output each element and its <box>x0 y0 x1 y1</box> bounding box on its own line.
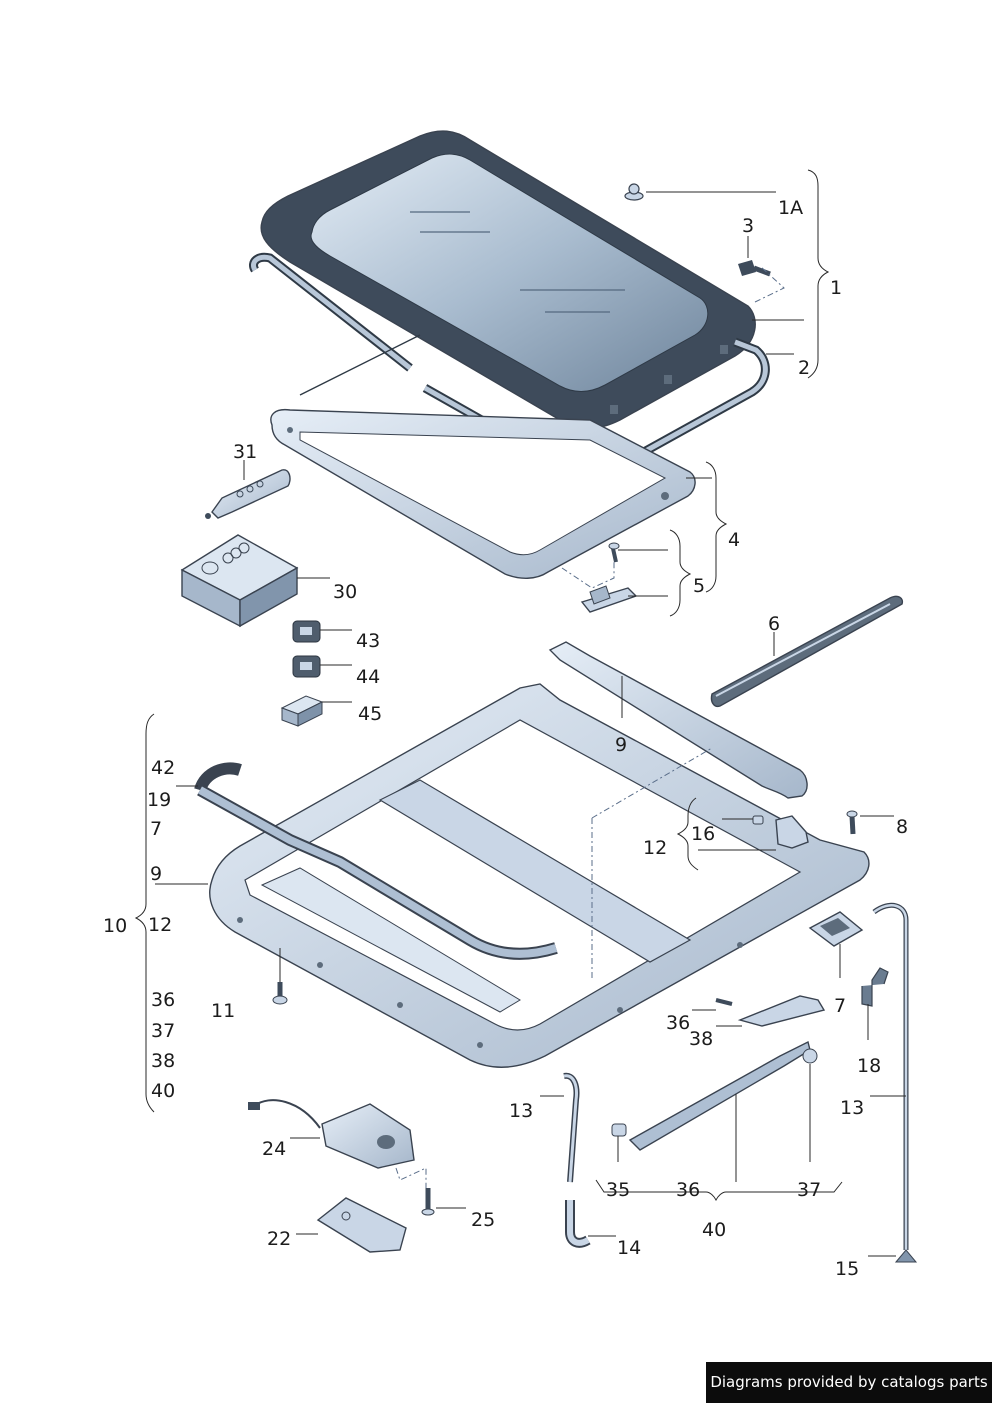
label-35: 35 <box>606 1179 630 1201</box>
screw-25-icon <box>421 1188 435 1216</box>
sunroof-main-frame <box>209 683 870 1068</box>
label-19: 19 <box>147 789 171 811</box>
label-40-bottom: 40 <box>702 1219 726 1241</box>
label-43: 43 <box>356 630 380 652</box>
label-15: 15 <box>835 1258 859 1280</box>
foam-block-icon <box>180 534 299 628</box>
screw-8-icon <box>846 810 858 835</box>
label-36-left: 36 <box>151 989 175 1011</box>
credit-banner: Diagrams provided by catalogs parts <box>706 1362 992 1403</box>
bracket-5-icon <box>580 542 638 613</box>
drain-hose-right <box>872 902 918 1263</box>
bracket-7-icon <box>808 911 864 947</box>
clip-35-icon <box>611 1123 627 1137</box>
drain-hose-left <box>563 1072 580 1183</box>
label-37-left: 37 <box>151 1020 175 1042</box>
label-45: 45 <box>358 703 382 725</box>
screw-3-icon <box>738 260 771 277</box>
glass-panel <box>260 130 756 429</box>
frame-seal-strip <box>194 762 558 960</box>
pad-43-face <box>300 627 312 635</box>
glass-frame <box>270 408 696 579</box>
drive-motor-icon <box>248 1099 415 1169</box>
label-2: 2 <box>798 357 810 379</box>
group-brackets <box>134 169 843 1202</box>
cross-rail-9-icon <box>548 641 808 799</box>
label-7-right: 7 <box>834 995 846 1017</box>
label-38-mid: 38 <box>689 1028 713 1050</box>
label-16: 16 <box>691 823 715 845</box>
label-36-mid: 36 <box>666 1012 690 1034</box>
label-4: 4 <box>728 529 740 551</box>
label-37-bottom: 37 <box>797 1179 821 1201</box>
label-9-left: 9 <box>150 863 162 885</box>
label-8: 8 <box>896 816 908 838</box>
label-6: 6 <box>768 613 780 635</box>
label-30: 30 <box>333 581 357 603</box>
pad-44-face <box>300 662 312 670</box>
label-42: 42 <box>151 757 175 779</box>
label-24: 24 <box>262 1138 286 1160</box>
clip-1a-icon <box>624 183 644 201</box>
label-44: 44 <box>356 666 380 688</box>
label-9-top: 9 <box>615 734 627 756</box>
label-7-left: 7 <box>150 818 162 840</box>
label-5: 5 <box>693 575 705 597</box>
label-40-left: 40 <box>151 1080 175 1102</box>
sealant-tube-icon <box>205 469 291 519</box>
label-12-right: 12 <box>643 837 667 859</box>
screw-11-icon <box>272 982 288 1005</box>
label-1a: 1A <box>778 197 803 219</box>
callout-labels: 1A 3 1 2 31 4 5 30 43 44 45 6 9 42 19 7 … <box>103 197 908 1280</box>
clip-18-icon <box>861 967 889 1007</box>
wind-deflector-icon <box>710 595 904 708</box>
pad-45-icon <box>280 695 324 727</box>
label-3: 3 <box>742 215 754 237</box>
label-13-right: 13 <box>840 1097 864 1119</box>
label-12-left: 12 <box>148 914 172 936</box>
leader-lines <box>155 191 906 1257</box>
motor-cover-icon <box>316 1197 407 1253</box>
label-10: 10 <box>103 915 127 937</box>
label-36-bottom: 36 <box>676 1179 700 1201</box>
label-14: 14 <box>617 1237 641 1259</box>
label-13-left: 13 <box>509 1100 533 1122</box>
label-25: 25 <box>471 1209 495 1231</box>
drain-elbow-icon <box>565 1200 591 1248</box>
guide-part-16-icon <box>752 815 809 849</box>
guide-rail-36-icon <box>715 995 826 1027</box>
label-31: 31 <box>233 441 257 463</box>
label-22: 22 <box>267 1228 291 1250</box>
label-18: 18 <box>857 1055 881 1077</box>
label-1: 1 <box>830 277 842 299</box>
assembly-dash-lines <box>395 265 785 1188</box>
label-11: 11 <box>211 1000 235 1022</box>
label-38-left: 38 <box>151 1050 175 1072</box>
drive-cable-icon <box>628 1040 818 1151</box>
